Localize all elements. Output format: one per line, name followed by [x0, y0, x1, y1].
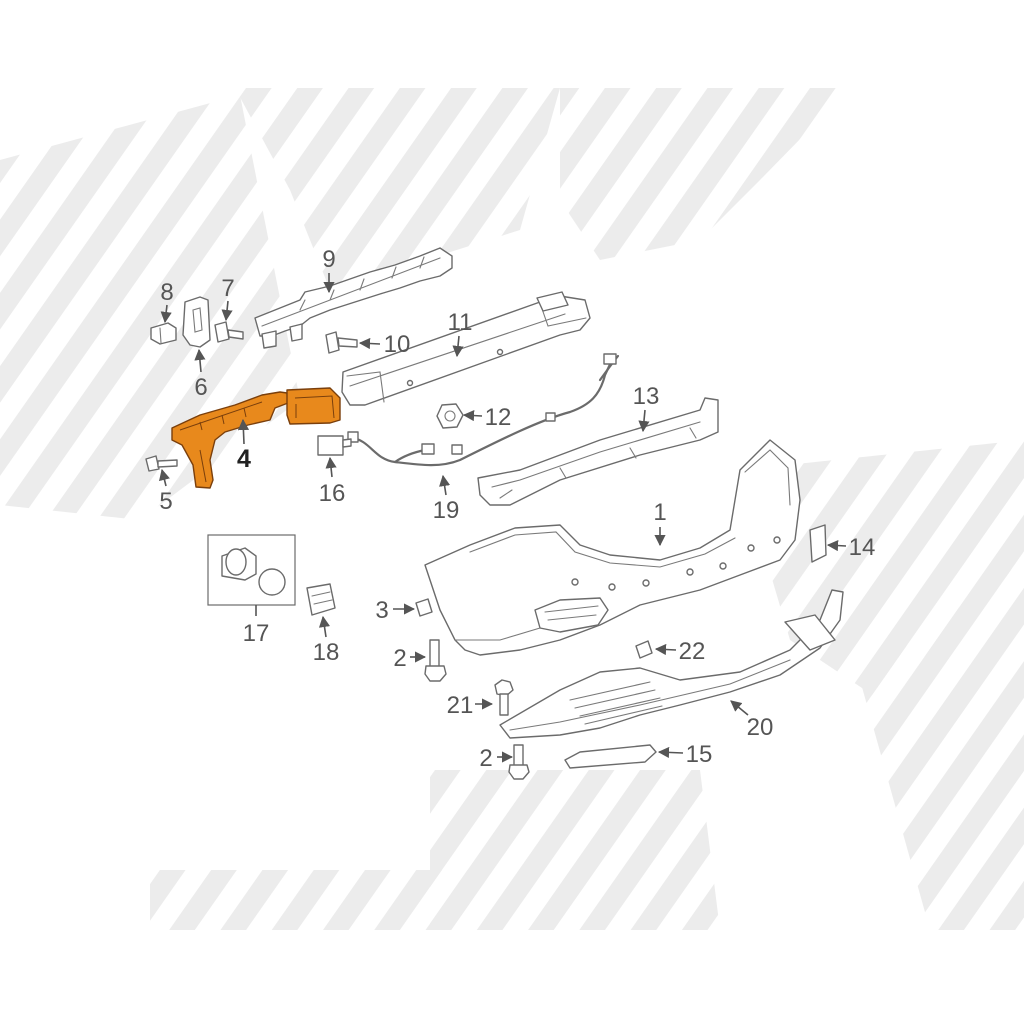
watermark-region: [0, 95, 300, 520]
part-11-impact-bar: [341, 291, 591, 406]
callout-label: 20: [747, 714, 774, 741]
part-3-clip: [415, 598, 433, 617]
part-1-bumper-cover: [424, 439, 801, 656]
part-20-lower-valance: [499, 589, 844, 739]
callout-label: 2: [479, 745, 492, 772]
callout-label: 14: [849, 534, 876, 561]
callout-17: 17: [243, 605, 270, 647]
watermark: [0, 88, 1024, 930]
callout-label: 6: [194, 374, 207, 401]
part-9-energy-absorber: [254, 247, 453, 349]
part-15-lower-reflector: [564, 744, 657, 769]
callout-10: 10: [358, 331, 411, 358]
part-2-bolt-lower: [508, 744, 530, 780]
callout-3: 3: [375, 597, 416, 624]
callout-label: 13: [633, 383, 660, 410]
callout-label: 8: [160, 279, 173, 306]
part-16-sensor: [317, 435, 352, 456]
callout-label: 16: [319, 480, 346, 507]
callout-label: 15: [686, 741, 713, 768]
callout-label: 21: [447, 692, 474, 719]
callout-8: 8: [160, 279, 174, 324]
part-6-bracket: [182, 296, 211, 348]
part-5-screw: [145, 455, 178, 472]
callout-2-upper: 2: [393, 645, 427, 672]
callouts: 1 2 2 3 4 5 6 7: [159, 246, 875, 772]
callout-label: 2: [393, 645, 406, 672]
callout-14: 14: [826, 534, 876, 561]
callout-1: 1: [653, 499, 667, 547]
callout-label-highlighted: 4: [237, 445, 251, 473]
part-19-wiring-harness: [347, 353, 620, 467]
part-12-nut: [436, 403, 464, 429]
callout-18: 18: [313, 615, 340, 666]
part-14-reflector: [809, 524, 827, 563]
callout-13: 13: [633, 383, 660, 433]
callout-label: 19: [433, 497, 460, 524]
callout-15: 15: [657, 741, 713, 768]
part-21-bolt: [494, 679, 514, 716]
callout-4: 4: [237, 418, 251, 473]
part-7-bolt: [214, 321, 244, 343]
callout-label: 18: [313, 639, 340, 666]
watermark-region: [150, 870, 470, 930]
callout-label: 1: [653, 499, 666, 526]
callout-label: 10: [384, 331, 411, 358]
watermark-region: [430, 770, 720, 930]
callout-label: 22: [679, 638, 706, 665]
callout-7: 7: [221, 275, 235, 322]
callout-9: 9: [322, 246, 336, 294]
watermark-region: [860, 560, 1024, 930]
callout-5: 5: [159, 468, 173, 515]
callout-label: 3: [375, 597, 388, 624]
callout-label: 9: [322, 246, 335, 273]
watermark-region: [560, 88, 850, 260]
callout-label: 12: [485, 404, 512, 431]
callout-21: 21: [447, 692, 494, 719]
callout-2-lower: 2: [479, 745, 514, 772]
callout-16: 16: [319, 456, 346, 507]
part-17-sensor-kit: [207, 534, 296, 606]
callout-label: 17: [243, 620, 270, 647]
callout-22: 22: [654, 638, 706, 665]
callout-6: 6: [194, 348, 208, 401]
callout-label: 5: [159, 488, 172, 515]
part-2-bolt-upper: [424, 639, 447, 682]
callout-11: 11: [448, 309, 473, 358]
part-22-clip: [635, 640, 653, 659]
callout-label: 7: [221, 275, 234, 302]
callout-20: 20: [730, 700, 774, 741]
watermark-region: [235, 88, 560, 290]
callout-label: 11: [448, 309, 473, 336]
part-13-bracket-strip: [477, 397, 719, 506]
callout-12: 12: [462, 404, 512, 431]
callout-19: 19: [433, 474, 460, 524]
part-18-clip: [306, 583, 336, 616]
part-10-bolt: [325, 331, 358, 354]
part-4-bumper-bracket-highlighted: [171, 387, 341, 489]
